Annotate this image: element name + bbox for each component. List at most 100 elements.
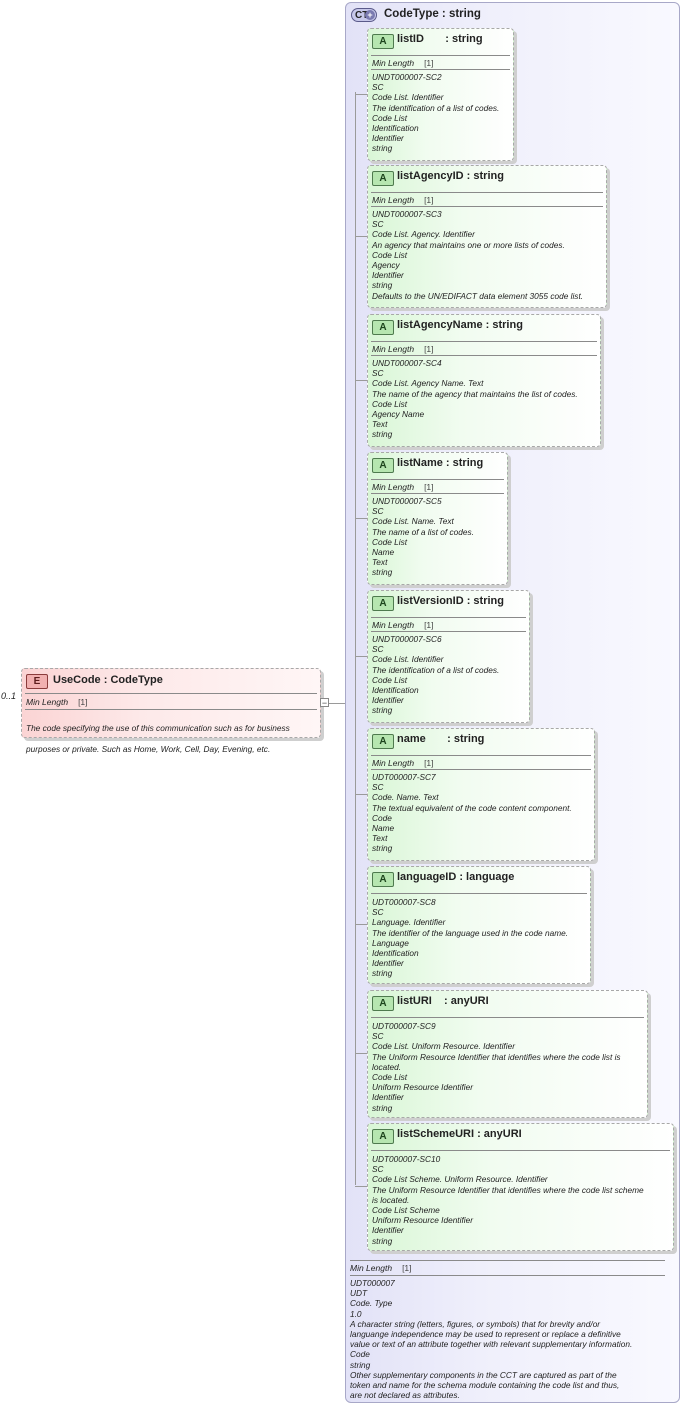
element-min-length-value: [1] xyxy=(78,697,88,707)
attribute-name: listAgencyID : string xyxy=(397,170,504,182)
attribute-doc-line: SC xyxy=(372,368,384,379)
attribute-doc-line: Language xyxy=(372,937,409,948)
attribute-separator-2 xyxy=(371,631,526,632)
attribute-separator xyxy=(371,1017,644,1018)
footer-doc-line: UDT xyxy=(350,1288,368,1299)
attribute-separator xyxy=(371,192,603,193)
attribute-doc-line: SC xyxy=(372,506,384,517)
attribute-doc-line: Code List xyxy=(372,398,408,409)
footer-separator-2 xyxy=(350,1275,665,1276)
attribute-doc-line: string xyxy=(372,429,393,440)
attribute-doc-line: is located. xyxy=(372,1194,410,1205)
attribute-separator xyxy=(371,893,587,894)
min-length-label: Min Length xyxy=(372,620,415,630)
min-length-label: Min Length xyxy=(372,758,415,768)
attribute-separator xyxy=(371,755,591,756)
attribute-min-length: Min Length[1] xyxy=(372,195,434,205)
attribute-doc-line: SC xyxy=(372,782,384,793)
attribute-doc-line: The name of the agency that maintains th… xyxy=(372,388,578,399)
attribute-connector-line xyxy=(355,794,367,795)
attribute-doc-line: UDT000007-SC10 xyxy=(372,1154,441,1164)
footer-doc-line: Code xyxy=(350,1349,370,1360)
attribute-separator xyxy=(371,55,510,56)
element-doc-line: purposes or private. Such as Home, Work,… xyxy=(26,743,271,754)
element-separator-2 xyxy=(25,709,317,710)
attribute-doc-line: Uniform Resource Identifier xyxy=(372,1082,473,1093)
min-length-value: [1] xyxy=(424,620,434,630)
attribute-name: listAgencyName : string xyxy=(397,319,523,331)
attribute-doc-line: Code List xyxy=(372,674,408,685)
attribute-name: listVersionID : string xyxy=(397,595,504,607)
attribute-badge-icon: A xyxy=(372,872,394,887)
attribute-doc-line: The identification of a list of codes. xyxy=(372,102,500,113)
footer-min-length: Min Length[1] xyxy=(350,1263,412,1273)
attribute-name: listSchemeURI : anyURI xyxy=(397,1128,522,1140)
attribute-doc-line: Code xyxy=(372,812,392,823)
attribute-name: languageID : language xyxy=(397,871,515,883)
footer-doc-line: string xyxy=(350,1359,371,1370)
attribute-connector-line xyxy=(355,236,367,237)
complex-type-title: CodeType : string xyxy=(384,8,481,20)
collapse-toggle-icon[interactable]: − xyxy=(320,698,329,708)
attribute-connector-line xyxy=(355,380,367,381)
footer-doc-line: value or text of an attribute together w… xyxy=(350,1339,633,1350)
attribute-doc-line: SC xyxy=(372,644,384,655)
attribute-doc-line: SC xyxy=(372,82,384,93)
attribute-doc-line: SC xyxy=(372,907,384,918)
attribute-badge-icon: A xyxy=(372,734,394,749)
attribute-doc-line: SC xyxy=(372,219,384,230)
attribute-doc-line: Code List Scheme xyxy=(372,1205,440,1216)
attribute-doc-line: Identification xyxy=(372,948,419,959)
min-length-label: Min Length xyxy=(372,344,415,354)
attribute-min-length: Min Length[1] xyxy=(372,58,434,68)
attribute-min-length: Min Length [1] xyxy=(372,344,434,354)
attribute-separator-2 xyxy=(371,769,591,770)
attribute-doc-line: Code List. Agency. Identifier xyxy=(372,229,475,240)
connector-line xyxy=(329,703,355,704)
attribute-badge-icon: A xyxy=(372,458,394,473)
attribute-separator xyxy=(371,1150,670,1151)
attribute-connector-line xyxy=(355,518,367,519)
attribute-doc-line: Identification xyxy=(372,685,419,696)
attribute-separator xyxy=(371,341,597,342)
footer-doc-line: languange independence may be used to re… xyxy=(350,1329,621,1340)
attribute-doc-line: Text xyxy=(372,419,388,430)
attribute-doc-line: Defaults to the UN/EDIFACT data element … xyxy=(372,290,584,301)
attribute-name: listID : string xyxy=(397,33,483,45)
usecode-element-box[interactable]: E UseCode : CodeType Min Length[1] The c… xyxy=(21,668,321,754)
attribute-min-length: Min Length[1] xyxy=(372,758,434,768)
attribute-badge-icon: A xyxy=(372,996,394,1011)
complex-type-badge-icon: CT+ xyxy=(351,8,377,22)
attribute-name: listName : string xyxy=(397,457,484,469)
attribute-doc-line: SC xyxy=(372,1031,384,1042)
attribute-doc-line: UNDT000007-SC4 xyxy=(372,358,442,368)
attribute-connector-line xyxy=(355,924,367,925)
attribute-tree-line xyxy=(355,92,356,1185)
footer-doc-line: Other supplementary components in the CC… xyxy=(350,1369,617,1380)
attribute-doc-line: The identifier of the language used in t… xyxy=(372,927,569,938)
attribute-doc-line: UDT000007-SC8 xyxy=(372,897,436,907)
attribute-doc-line: string xyxy=(372,1235,393,1246)
attribute-doc-line: UNDT000007-SC5 xyxy=(372,496,442,506)
attribute-badge-icon: A xyxy=(372,320,394,335)
attribute-doc-line: Code List Scheme. Uniform Resource. Iden… xyxy=(372,1174,548,1185)
attribute-doc-line: Code List xyxy=(372,1072,408,1083)
attribute-doc-line: string xyxy=(372,843,393,854)
min-length-value: [1] xyxy=(424,344,434,354)
element-min-length: Min Length[1] xyxy=(26,697,88,707)
attribute-doc-line: Agency Name xyxy=(372,409,425,420)
